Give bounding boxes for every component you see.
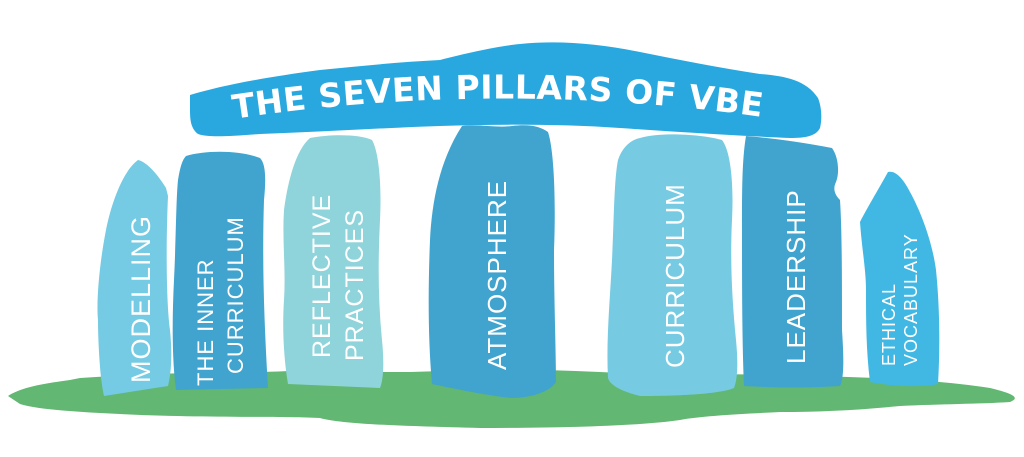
pillar-modelling xyxy=(97,160,172,396)
pillar-atmosphere xyxy=(428,125,556,398)
pillar-label-the-inner: THE INNER xyxy=(193,258,218,386)
pillar-label-curriculum-inner: CURRICULUM xyxy=(223,216,248,374)
pillar-label-leadership: LEADERSHIP xyxy=(781,189,811,364)
pillar-label-curriculum: CURRICULUM xyxy=(660,183,690,368)
pillar-the-inner-curriculum xyxy=(172,151,268,390)
pillar-label-ethical: ETHICAL xyxy=(879,283,899,366)
pillar-ethical-vocabulary xyxy=(860,171,940,387)
pillar-reflective-practices xyxy=(283,135,384,388)
pillar-label-vocabulary: VOCABULARY xyxy=(901,233,921,366)
pillar-label-atmosphere: ATMOSPHERE xyxy=(482,180,512,370)
pillar-curriculum xyxy=(607,134,738,396)
pillar-label-modelling: MODELLING xyxy=(126,215,156,383)
pillar-label-reflective: REFLECTIVE xyxy=(308,194,336,358)
pillar-leadership xyxy=(742,136,844,388)
pillar-label-practices: PRACTICES xyxy=(341,209,369,361)
title-lintel xyxy=(190,42,822,138)
